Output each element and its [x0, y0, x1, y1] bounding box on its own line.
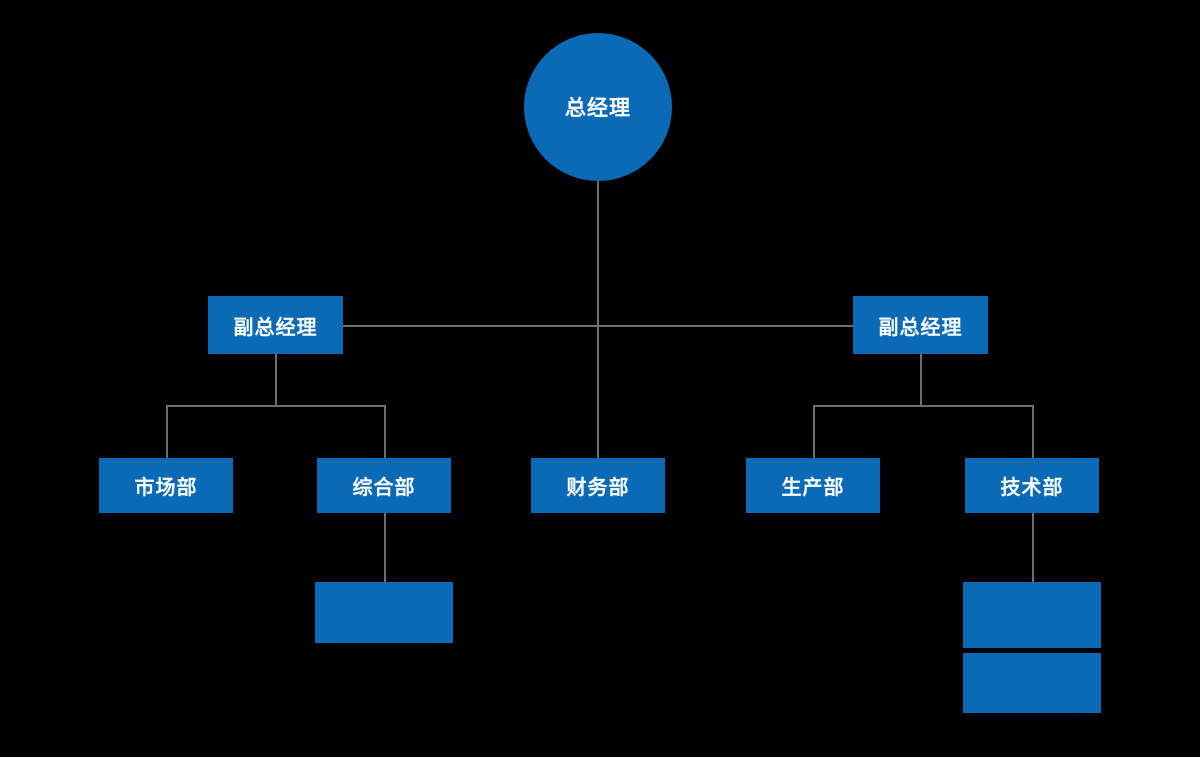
- connector-general-to-sub: [384, 513, 386, 582]
- node-production-department[interactable]: 生产部: [746, 458, 880, 513]
- node-deputy-general-manager-left[interactable]: 副总经理: [208, 296, 343, 354]
- node-deputy-general-manager-right[interactable]: 副总经理: [853, 296, 988, 354]
- connector-deputy-left-bar: [166, 405, 385, 407]
- node-general-manager[interactable]: 总经理: [524, 33, 672, 181]
- connector-technology-to-sub: [1032, 513, 1034, 582]
- node-marketing-department[interactable]: 市场部: [99, 458, 233, 513]
- connector-trunk-deputies: [343, 325, 855, 327]
- connector-deputy-right-to-production: [813, 405, 815, 458]
- connector-deputy-right-stem: [920, 354, 922, 406]
- node-general-affairs-department[interactable]: 综合部: [317, 458, 451, 513]
- connector-deputy-right-to-technology: [1032, 405, 1034, 458]
- connector-deputy-left-to-marketing: [166, 405, 168, 458]
- node-technology-department[interactable]: 技术部: [965, 458, 1099, 513]
- connector-deputy-left-stem: [275, 354, 277, 406]
- connector-root-to-finance: [597, 173, 599, 458]
- connector-deputy-left-to-general: [384, 405, 386, 458]
- node-technology-sub-1[interactable]: [963, 582, 1101, 648]
- connector-deputy-right-bar: [813, 405, 1033, 407]
- node-technology-sub-2[interactable]: [963, 653, 1101, 713]
- node-general-affairs-sub[interactable]: [315, 582, 453, 643]
- node-finance-department[interactable]: 财务部: [531, 458, 665, 513]
